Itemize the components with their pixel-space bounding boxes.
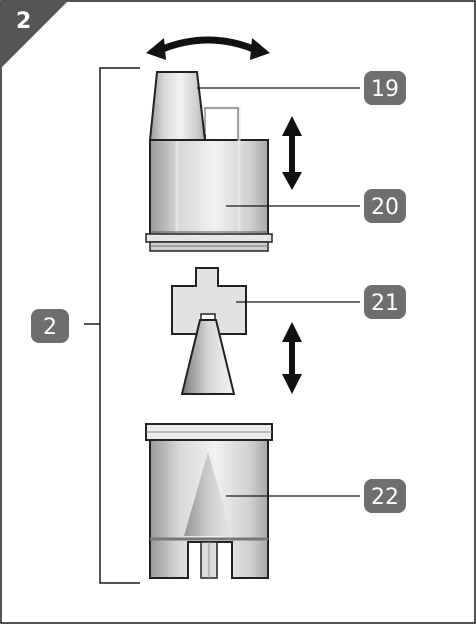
vertical-arrow-icon [282,116,302,190]
callout-badge-20: 20 [364,189,406,223]
svg-text:22: 22 [371,485,399,510]
vertical-arrow-icon [282,322,302,394]
rotate-arrow-icon [146,36,270,60]
svg-text:2: 2 [43,315,57,340]
callout-badge-21: 21 [364,285,406,319]
part-19-cap [148,71,239,141]
part-21-nozzle [171,267,247,395]
part-20-thread-ring [145,233,273,252]
callout-badge-19: 19 [364,71,406,105]
svg-text:21: 21 [371,291,399,316]
svg-text:19: 19 [371,77,399,102]
figure-number: 2 [16,9,31,34]
part-22-base [145,423,273,579]
callout-badge-22: 22 [364,479,406,513]
svg-text:20: 20 [371,195,399,220]
group-label-badge: 2 [31,309,69,343]
group-bracket [99,67,140,584]
figure-corner-tab [1,1,68,68]
